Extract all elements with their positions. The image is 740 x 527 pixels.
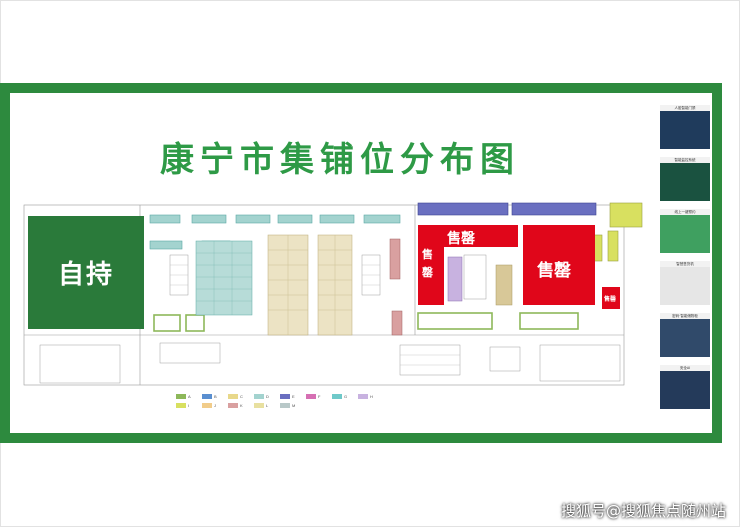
legend-item: H [358, 394, 384, 399]
floor-plan [23, 202, 643, 386]
legend-item: G [332, 394, 358, 399]
sidebar-card-image [660, 371, 710, 409]
legend-swatch [332, 394, 342, 399]
legend-label: H [370, 394, 373, 399]
sidebar-card-label: 智慧售货机 [660, 261, 710, 267]
legend-swatch [254, 403, 264, 408]
legend-item: I [176, 403, 202, 408]
sidebar-card-image [660, 163, 710, 201]
legend-label: J [214, 403, 216, 408]
sold-label-big-right: 售罄 [537, 261, 571, 281]
sidebar-card: 智能监控系统 [660, 157, 710, 201]
legend-label: F [318, 394, 321, 399]
watermark: 搜狐号@搜狐焦点随州站 [560, 502, 726, 520]
legend-label: I [188, 403, 190, 408]
sidebar-card-label: 智能监控系统 [660, 157, 710, 163]
legend-item: A [176, 394, 202, 399]
plan-title: 康宁市集铺位分布图 [160, 140, 520, 180]
sidebar-card-image [660, 111, 710, 149]
sidebar-card-label: 密码·智能储物柜 [660, 313, 710, 319]
self-hold-area: 自持 [28, 216, 144, 329]
sidebar-card-label: 线上一键预约 [660, 209, 710, 215]
legend-item: J [202, 403, 228, 408]
sidebar-card: 线上一键预约 [660, 209, 710, 253]
legend-label: L [266, 403, 269, 408]
sidebar-card-label: 人脸智能门禁 [660, 105, 710, 111]
sold-label-left-vertical: 售罄 [422, 248, 433, 279]
legend-label: D [266, 394, 269, 399]
legend-item: C [228, 394, 254, 399]
legend-item: E [280, 394, 306, 399]
legend-swatch [306, 394, 316, 399]
legend-label: C [240, 394, 243, 399]
sold-label-small-right: 售罄 [604, 296, 617, 303]
legend-swatch [228, 403, 238, 408]
legend: A B C D E F G H I J K L M [176, 394, 384, 408]
legend-item: K [228, 403, 254, 408]
legend-swatch [358, 394, 368, 399]
legend-swatch [228, 394, 238, 399]
legend-label: A [188, 394, 191, 399]
legend-swatch [280, 394, 290, 399]
legend-swatch [176, 403, 186, 408]
legend-label: M [292, 403, 296, 408]
sidebar-card-label: 安全AI [660, 365, 710, 371]
legend-label: B [214, 394, 217, 399]
sidebar-card: 安全AI [660, 365, 710, 409]
sidebar-card-image [660, 319, 710, 357]
legend-item: M [280, 403, 306, 408]
legend-swatch [202, 403, 212, 408]
sidebar-card: 密码·智能储物柜 [660, 313, 710, 357]
legend-label: K [240, 403, 243, 408]
sidebar-card-image [660, 267, 710, 305]
sold-label-big-left: 售罄 [447, 231, 475, 247]
sidebar-card: 智慧售货机 [660, 261, 710, 305]
legend-label: G [344, 394, 348, 399]
sidebar-card-image [660, 215, 710, 253]
legend-item: L [254, 403, 280, 408]
legend-item: B [202, 394, 228, 399]
feature-sidebar: 人脸智能门禁智能监控系统线上一键预约智慧售货机密码·智能储物柜安全AI [660, 105, 710, 415]
legend-swatch [280, 403, 290, 408]
legend-swatch [176, 394, 186, 399]
legend-item: F [306, 394, 332, 399]
legend-label: E [292, 394, 295, 399]
sidebar-card: 人脸智能门禁 [660, 105, 710, 149]
legend-swatch [254, 394, 264, 399]
legend-item: D [254, 394, 280, 399]
legend-swatch [202, 394, 212, 399]
